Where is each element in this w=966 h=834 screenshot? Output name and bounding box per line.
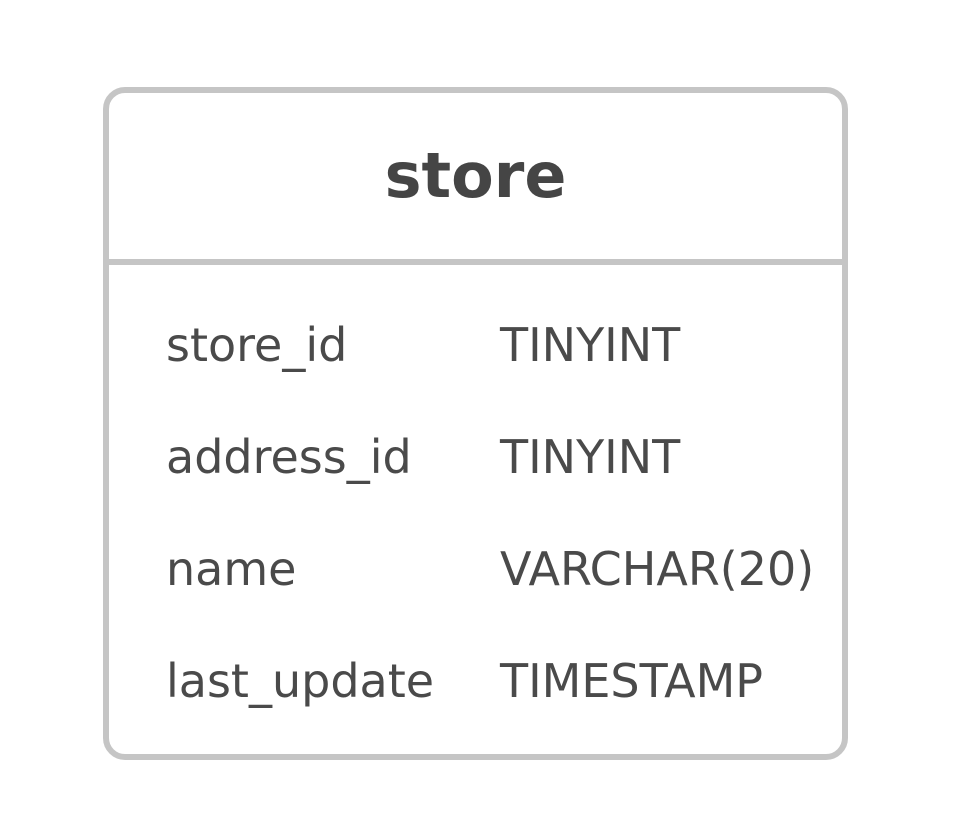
field-name: store_id xyxy=(166,318,348,372)
field-name: last_update xyxy=(166,654,435,708)
entity-table-store[interactable]: store store_id TINYINT address_id TINYIN… xyxy=(103,87,848,760)
table-row[interactable]: address_id TINYINT xyxy=(166,401,822,513)
field-type: TINYINT xyxy=(500,430,681,484)
field-name: address_id xyxy=(166,430,412,484)
table-row[interactable]: store_id TINYINT xyxy=(166,289,822,401)
entity-field-list: store_id TINYINT address_id TINYINT name… xyxy=(109,265,842,754)
table-row[interactable]: name VARCHAR(20) xyxy=(166,513,822,625)
entity-header: store xyxy=(109,93,842,265)
field-type: VARCHAR(20) xyxy=(500,542,815,596)
field-type: TIMESTAMP xyxy=(500,654,764,708)
field-type: TINYINT xyxy=(500,318,681,372)
field-name: name xyxy=(166,542,297,596)
entity-title: store xyxy=(384,139,567,212)
table-row[interactable]: last_update TIMESTAMP xyxy=(166,625,822,737)
